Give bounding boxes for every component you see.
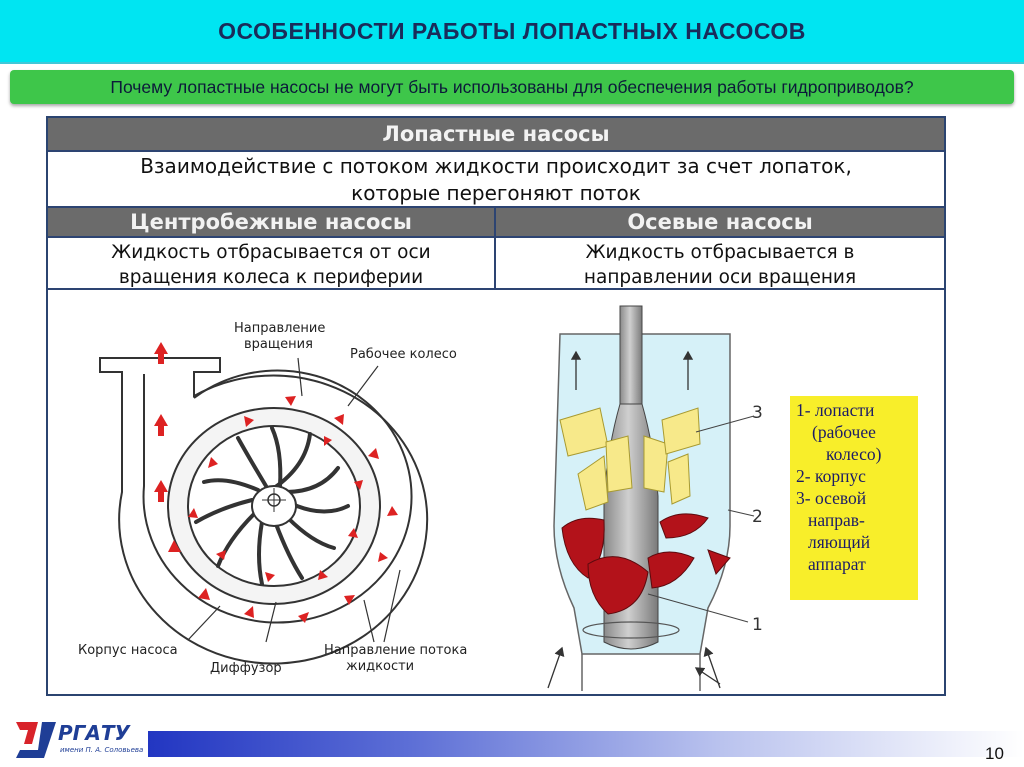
centrifugal-line-1: Жидкость отбрасывается от оси <box>111 242 431 263</box>
leader-lines-centrifugal <box>187 357 401 643</box>
label-rotation-1: Направление <box>234 321 325 336</box>
axial-pump: 3 2 1 <box>547 305 763 691</box>
axial-description: Жидкость отбрасывается в направлении оси… <box>496 238 944 290</box>
question-text: Почему лопастные насосы не могут быть ис… <box>110 76 914 97</box>
legend-line-7: ляющий <box>808 532 871 552</box>
axial-line-1: Жидкость отбрасывается в <box>585 242 855 263</box>
label-diffuser: Диффузор <box>210 661 282 676</box>
axial-num-2: 2 <box>752 507 763 527</box>
university-logo: РГАТУ имени П. А. Соловьева <box>16 721 143 758</box>
page-number: 10 <box>985 744 1004 763</box>
label-flow-1: Направление потока <box>324 643 467 658</box>
question-bar: Почему лопастные насосы не могут быть ис… <box>10 70 1014 104</box>
rotor-blades <box>561 513 731 615</box>
legend-line-1: 1- лопасти <box>796 400 875 420</box>
leader-lines-axial <box>647 415 755 623</box>
pump-table: Лопастные насосы Взаимодействие с потоко… <box>48 118 944 290</box>
legend-line-6: направ- <box>808 510 865 530</box>
legend-line-2: (рабочее <box>812 422 876 442</box>
flow-arrows <box>154 342 398 623</box>
content-frame: Лопастные насосы Взаимодействие с потоко… <box>46 116 946 696</box>
centrifugal-header: Центробежные насосы <box>48 208 496 238</box>
title-bar: ОСОБЕННОСТИ РАБОТЫ ЛОПАСТНЫХ НАСОСОВ <box>0 0 1024 64</box>
legend-line-5: 3- осевой <box>796 488 867 508</box>
axial-legend: 1- лопасти (рабочее колесо) 2- корпус 3-… <box>790 396 918 600</box>
axial-shaft <box>619 305 643 407</box>
centrifugal-line-2: вращения колеса к периферии <box>118 267 424 288</box>
logo-subtitle: имени П. А. Соловьева <box>60 746 143 754</box>
label-rotation-2: вращения <box>244 337 313 352</box>
volute-inner <box>142 369 413 624</box>
impeller-blades <box>194 426 350 586</box>
pump-diagrams: Направление вращения Рабочее колесо Корп… <box>78 305 763 691</box>
axial-num-3: 3 <box>752 403 763 423</box>
description-line-1: Взаимодействие с потоком жидкости происх… <box>140 154 852 178</box>
label-impeller: Рабочее колесо <box>350 347 457 362</box>
centrifugal-description: Жидкость отбрасывается от оси вращения к… <box>48 238 496 290</box>
legend-line-3: колесо) <box>826 444 882 464</box>
axial-num-1: 1 <box>752 615 763 635</box>
label-flow-2: жидкости <box>346 659 414 674</box>
description-line-2: которые перегоняют поток <box>351 181 641 205</box>
legend-line-8: аппарат <box>808 554 866 574</box>
table-text-row: Жидкость отбрасывается от оси вращения к… <box>48 238 944 290</box>
axial-line-2: направлении оси вращения <box>583 267 857 288</box>
centrifugal-pump: Направление вращения Рабочее колесо Корп… <box>78 321 467 676</box>
table-subheader-row: Центробежные насосы Осевые насосы <box>48 208 944 238</box>
logo-name: РГАТУ <box>58 721 132 745</box>
axial-header: Осевые насосы <box>496 208 944 238</box>
axial-flow-arrows <box>547 350 721 689</box>
slide-title: ОСОБЕННОСТИ РАБОТЫ ЛОПАСТНЫХ НАСОСОВ <box>218 17 806 44</box>
label-casing: Корпус насоса <box>78 643 178 658</box>
legend-line-4: 2- корпус <box>796 466 866 486</box>
table-description: Взаимодействие с потоком жидкости происх… <box>48 152 944 208</box>
table-header: Лопастные насосы <box>48 118 944 152</box>
footer-band <box>148 731 1024 757</box>
guide-vanes <box>559 407 701 511</box>
